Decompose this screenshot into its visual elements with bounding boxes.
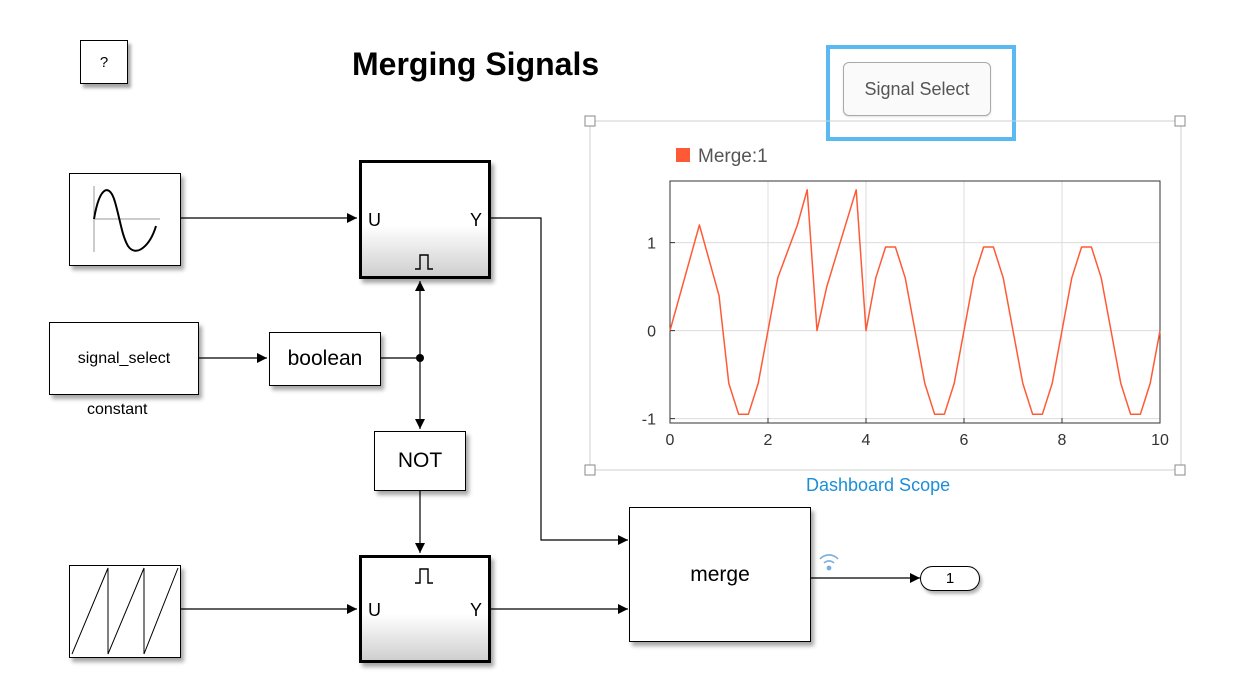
- x-tick-label: 4: [862, 432, 871, 449]
- x-tick-label: 8: [1058, 432, 1067, 449]
- resize-handle-bottom-left: [584, 464, 596, 476]
- outport-label: 1: [945, 570, 955, 587]
- signal-select-highlight: [826, 45, 1016, 141]
- enabled-subsystem-top[interactable]: U Y: [359, 160, 491, 279]
- sine-wave-icon: [93, 186, 160, 252]
- x-tick-label: 6: [960, 432, 969, 449]
- enabled-bottom-output-label: Y: [469, 600, 482, 620]
- x-tick-label: 2: [764, 432, 773, 449]
- resize-handle-top-right: [1174, 115, 1186, 127]
- signal-select-button[interactable]: Signal Select: [843, 62, 991, 116]
- not-label: NOT: [397, 449, 443, 472]
- constant-value: signal_select: [77, 349, 171, 367]
- enable-pulse-icon: [415, 254, 433, 270]
- boolean-label: boolean: [287, 347, 363, 370]
- enable-pulse-icon: [415, 568, 433, 584]
- y-tick-label: 0: [647, 324, 656, 341]
- sine-wave-block[interactable]: [69, 173, 181, 266]
- constant-caption: constant: [87, 401, 148, 418]
- outport-block[interactable]: 1: [920, 566, 980, 591]
- series-line: [669, 189, 1161, 415]
- not-block[interactable]: NOT: [374, 431, 466, 491]
- resize-handle-top-left: [584, 115, 596, 127]
- plot-axes-box: [669, 180, 1161, 424]
- boolean-block[interactable]: boolean: [269, 332, 381, 386]
- sawtooth-generator-block[interactable]: [69, 565, 181, 658]
- enabled-bottom-input-label: U: [368, 600, 381, 620]
- x-tick-label: 0: [666, 432, 675, 449]
- enabled-top-input-label: U: [368, 210, 381, 230]
- signal-logging-icon: [819, 554, 839, 571]
- scope-selection-border: [589, 120, 1182, 471]
- resize-handle-bottom-right: [1174, 464, 1186, 476]
- branch-point: [416, 354, 424, 362]
- line-enabled-top-to-merge: [491, 217, 628, 545]
- y-tick-label: 1: [647, 236, 656, 253]
- y-tick-label: -1: [642, 412, 656, 429]
- legend-label: Merge:1: [698, 146, 768, 167]
- help-button[interactable]: ?: [80, 40, 128, 84]
- enabled-top-output-label: Y: [469, 210, 482, 230]
- scope-caption: Dashboard Scope: [806, 475, 951, 495]
- merge-block[interactable]: merge: [629, 507, 811, 642]
- x-tick-label: 10: [1151, 432, 1169, 449]
- page-title: Merging Signals: [352, 46, 600, 82]
- sawtooth-icon: [71, 567, 179, 655]
- legend-swatch: [676, 148, 690, 162]
- constant-block[interactable]: signal_select: [49, 322, 199, 395]
- enabled-subsystem-bottom[interactable]: U Y: [359, 555, 491, 663]
- merge-label: merge: [690, 562, 750, 586]
